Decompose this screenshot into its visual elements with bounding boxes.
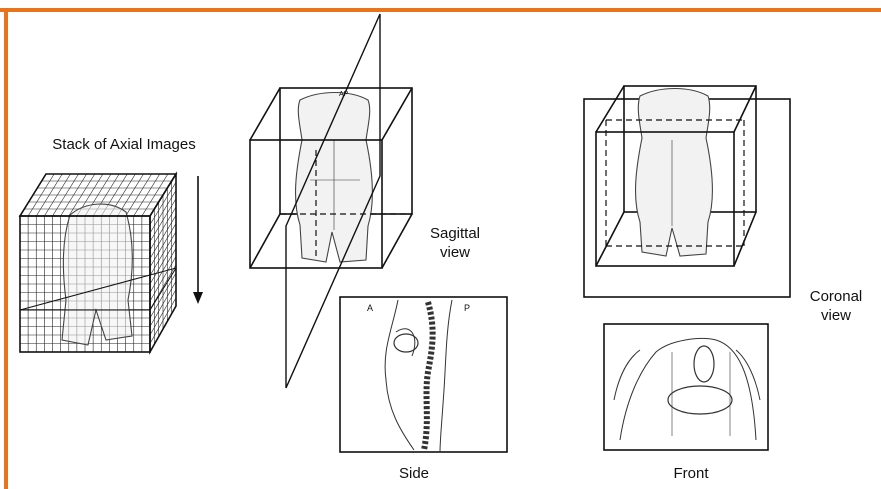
- front-caption: Front: [656, 464, 726, 483]
- side-image-panel: [340, 297, 507, 452]
- posterior-marker: P: [464, 303, 470, 313]
- ap-marker: AP: [339, 91, 349, 98]
- sagittal-cube: [250, 14, 412, 388]
- front-image-panel: [604, 324, 768, 450]
- axial-side-grid: [150, 174, 176, 352]
- anterior-marker: A: [367, 303, 373, 313]
- coronal-view-label: Coronal view: [800, 287, 872, 325]
- axial-stack-label: Stack of Axial Images: [36, 135, 212, 154]
- sagittal-view-label: Sagittal view: [420, 224, 490, 262]
- coronal-cube: [584, 86, 790, 297]
- axial-stack-cube: [20, 174, 176, 352]
- axial-torso-silhouette: [62, 204, 132, 345]
- coronal-torso: [636, 89, 713, 257]
- side-caption: Side: [384, 464, 444, 483]
- down-arrow-icon: [193, 176, 203, 304]
